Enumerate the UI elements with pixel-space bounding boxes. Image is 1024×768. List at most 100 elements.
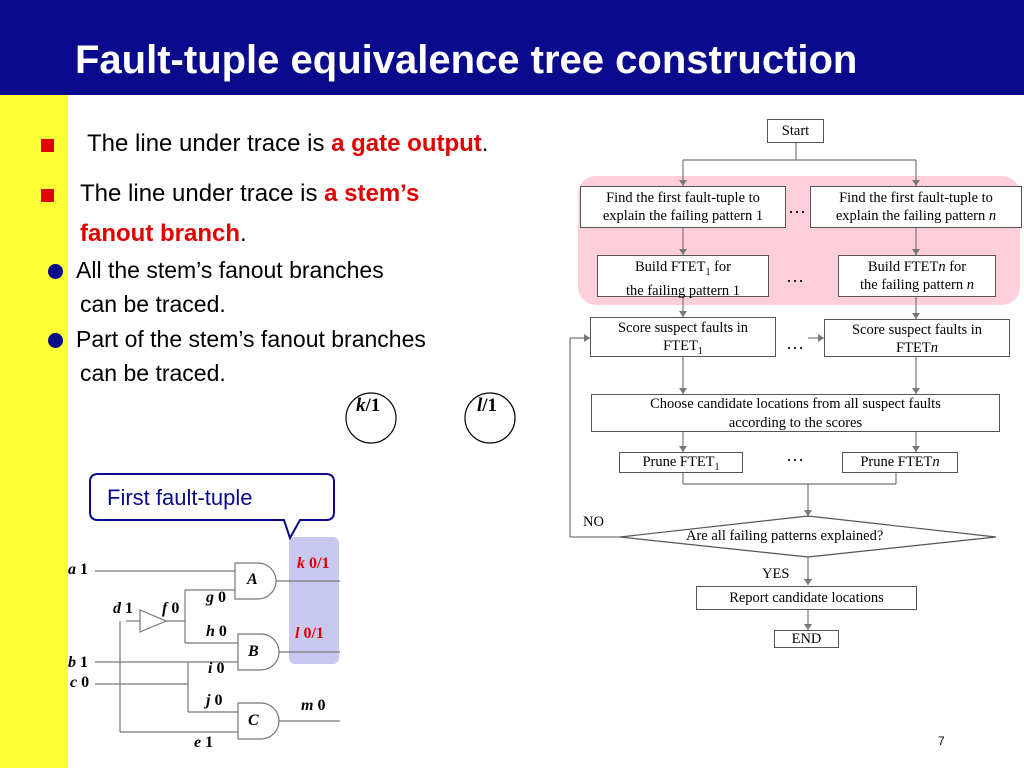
box-line: the failing pattern n xyxy=(839,276,995,294)
flow-choose-box: Choose candidate locations from all susp… xyxy=(591,394,1000,432)
sub-bullet-1-line2: can be traced. xyxy=(80,291,226,317)
bullet-text: The line under trace is xyxy=(80,180,325,207)
box-sub: 1 xyxy=(705,266,711,278)
flow-end-box: END xyxy=(774,630,839,648)
box-var: n xyxy=(930,340,938,356)
box-line: Find the first fault-tuple to xyxy=(606,190,760,206)
signal-e-label: e 1 xyxy=(194,734,213,752)
box-text: Build FTET xyxy=(634,259,706,275)
signal-value: 0 xyxy=(171,600,180,617)
box-line: FTET1 xyxy=(591,337,775,361)
ellipsis: … xyxy=(786,266,804,286)
highlight-text: a stem’s xyxy=(324,180,420,207)
signal-value: 0 xyxy=(81,674,90,691)
box-text: FTET xyxy=(896,340,931,356)
signal-f-label: f 0 xyxy=(162,600,179,618)
highlight-text: fanout branch xyxy=(80,220,240,247)
signal-m-label: m 0 xyxy=(301,697,325,715)
signal-h-label: h 0 xyxy=(206,623,227,641)
buffer-gate-icon xyxy=(139,609,168,633)
signal-a-label: a 1 xyxy=(68,561,88,579)
bullet-dot-icon xyxy=(48,264,63,279)
box-line: Choose candidate locations from all susp… xyxy=(650,396,941,412)
signal-name: j xyxy=(206,692,211,709)
flow-prune-box-1: Prune FTET1 xyxy=(619,452,743,473)
signal-value: 0/1 xyxy=(303,625,324,642)
node-k-circle xyxy=(345,392,397,444)
signal-name: a xyxy=(68,561,76,578)
box-var: n xyxy=(966,277,974,293)
callout-text: First fault-tuple xyxy=(107,485,253,510)
signal-name: d xyxy=(113,600,121,617)
signal-name: m xyxy=(301,697,314,714)
signal-value: 0/1 xyxy=(309,555,330,572)
signal-name: h xyxy=(206,623,215,640)
signal-j-label: j 0 xyxy=(206,692,222,710)
gate-C-label: C xyxy=(248,712,259,729)
flow-no-label: NO xyxy=(583,514,604,530)
page-number: 7 xyxy=(938,734,945,748)
signal-name: k xyxy=(297,555,305,572)
box-text: for xyxy=(710,259,732,275)
signal-name: g xyxy=(206,589,214,606)
signal-k-label: k 0/1 xyxy=(297,555,329,573)
flow-decision-text: Are all failing patterns explained? xyxy=(686,528,884,544)
fault-tuple-highlight xyxy=(289,537,339,664)
signal-name: l xyxy=(295,625,300,642)
signal-name: i xyxy=(208,660,213,677)
highlight-text: a gate output xyxy=(331,130,482,157)
signal-value: 0 xyxy=(218,623,227,640)
box-line: Build FTETn for xyxy=(839,258,995,276)
box-line: Find the first fault-tuple to xyxy=(839,190,993,206)
flowchart-arrowheads xyxy=(584,180,920,630)
circuit-wires xyxy=(95,570,340,733)
box-text: Prune FTET xyxy=(860,454,933,470)
signal-g-label: g 0 xyxy=(206,589,226,607)
box-sub: 1 xyxy=(714,461,720,473)
box-line: Score suspect faults in xyxy=(617,320,749,336)
node-k-var: k xyxy=(356,395,366,416)
box-line: explain the failing pattern 1 xyxy=(602,208,764,224)
left-accent-bar xyxy=(0,95,68,768)
signal-value: 0 xyxy=(218,589,226,606)
title-bar xyxy=(0,0,1024,95)
box-text: the failing pattern xyxy=(860,277,967,293)
signal-name: c xyxy=(70,674,78,691)
box-var: n xyxy=(988,208,997,224)
flow-start-box: Start xyxy=(767,119,824,143)
sub-bullet-2-line2: can be traced. xyxy=(80,360,226,386)
signal-value: 0 xyxy=(216,660,225,677)
sub-bullet-1-line1: All the stem’s fanout branches xyxy=(76,257,384,283)
gate-B-label: B xyxy=(248,643,259,660)
box-var: n xyxy=(938,259,946,275)
signal-value: 1 xyxy=(80,561,88,578)
ellipsis: … xyxy=(786,445,804,465)
signal-value: 0 xyxy=(317,697,326,714)
decision-diamond xyxy=(619,515,997,558)
flow-yes-label: YES xyxy=(762,566,790,582)
box-text: FTET xyxy=(663,338,698,354)
slide-title: Fault-tuple equivalence tree constructio… xyxy=(75,38,858,82)
ellipsis: … xyxy=(788,197,806,217)
punctuation: . xyxy=(481,130,489,157)
sub-bullet-2-line1: Part of the stem’s fanout branches xyxy=(76,326,426,352)
bullet-dot-icon xyxy=(48,333,63,348)
callout-bubble xyxy=(89,473,335,541)
bullet-square-icon xyxy=(41,189,54,202)
punctuation: . xyxy=(240,220,247,247)
box-line: FTETn xyxy=(825,339,1009,357)
node-k-value: /1 xyxy=(365,395,381,416)
ellipsis: … xyxy=(786,333,804,353)
box-var: n xyxy=(932,454,940,470)
signal-c-label: c 0 xyxy=(70,674,89,692)
signal-value: 1 xyxy=(125,600,133,617)
signal-b-label: b 1 xyxy=(68,654,88,672)
bullet-gate-output: The line under trace is a gate output. xyxy=(87,130,488,158)
signal-l-label: l 0/1 xyxy=(295,625,324,643)
box-text: Prune FTET xyxy=(642,454,715,470)
flow-find-first-box-1: Find the first fault-tuple to explain the… xyxy=(580,186,786,228)
